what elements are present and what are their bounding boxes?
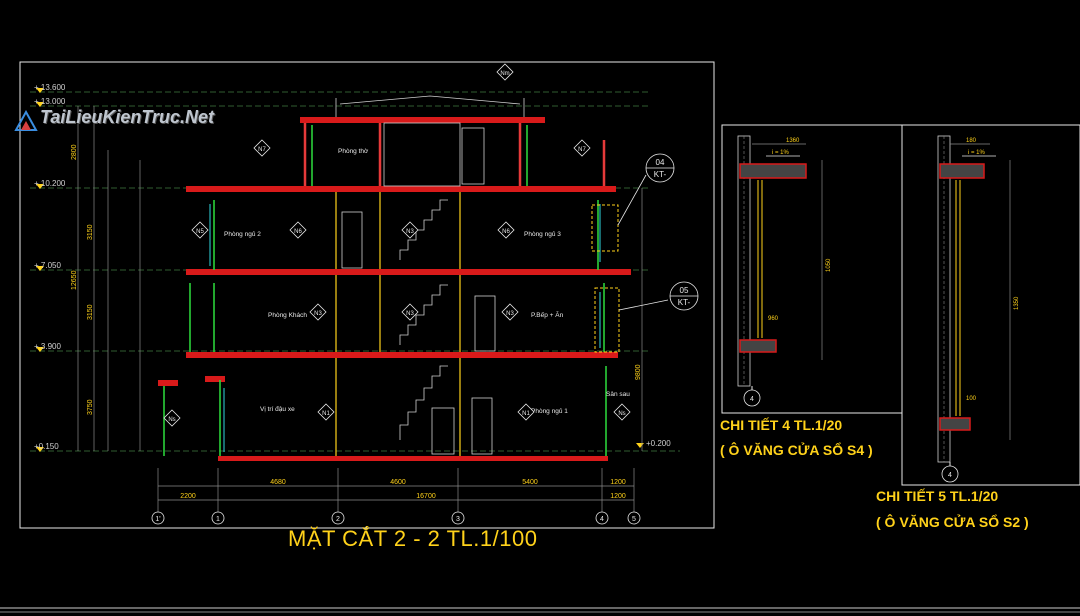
- watermark-text: TaiLieuKienTruc.Net: [40, 107, 215, 127]
- dim-2200: 2200: [180, 493, 196, 500]
- room-parking: Vị trí đậu xe: [260, 406, 295, 413]
- level-13600: + 13.600: [34, 83, 66, 92]
- axis-5: 5: [632, 516, 636, 523]
- grid-axis-bubbles: [151, 511, 641, 525]
- stairs: [399, 199, 448, 440]
- room-backyard: Sân sau: [606, 391, 630, 398]
- room-bedroom3: Phòng ngủ 3: [524, 230, 561, 238]
- dim-9800: 9800: [635, 364, 642, 380]
- dim-3750: 3750: [87, 399, 94, 415]
- detail4-title: CHI TIẾT 4 TL.1/20: [720, 417, 843, 433]
- d5-dim-180: 180: [966, 138, 977, 144]
- d4-dim-960: 960: [768, 316, 779, 322]
- room-living: Phòng Khách: [268, 312, 307, 319]
- walls-green: [163, 125, 607, 456]
- dim-3150-a: 3150: [87, 224, 94, 240]
- detail5-subtitle: ( Ô VĂNG CỬA SỔ S2 ): [876, 514, 1029, 530]
- section-frame: [19, 61, 715, 529]
- doors: [341, 127, 496, 455]
- tags: [163, 63, 631, 427]
- roof-parapet: [335, 95, 525, 187]
- floor-slabs: [158, 117, 631, 461]
- level-0150: +0.150: [34, 442, 59, 451]
- dim-16700: 16700: [416, 493, 436, 500]
- columns: [335, 192, 461, 456]
- axis-4: 4: [600, 516, 604, 523]
- d5-dim-100: 100: [966, 396, 977, 402]
- level-10200: + 10.200: [34, 179, 66, 188]
- dim-4600: 4600: [390, 479, 406, 486]
- level-13000: + 13.000: [34, 97, 66, 106]
- axis-2: 2: [336, 516, 340, 523]
- detail5-title: CHI TIẾT 5 TL.1/20: [876, 488, 999, 504]
- bottom-dimensions: [157, 468, 635, 512]
- detail4-subtitle: ( Ô VĂNG CỬA SỔ S4 ): [720, 442, 873, 458]
- dim-1200-b: 1200: [610, 493, 626, 500]
- d5-slope: i = 1%: [968, 150, 986, 156]
- tag-n3-upper: N3: [406, 229, 414, 235]
- walls-red: [303, 123, 606, 186]
- dim-3150-b: 3150: [87, 304, 94, 320]
- tag-n5: N5: [196, 229, 204, 235]
- watermark-logo-icon: [14, 110, 38, 131]
- d5-dim-1350: 1350: [1014, 296, 1020, 310]
- tag-n1-b: N1: [522, 411, 530, 417]
- tag-n1-a: N1: [322, 411, 330, 417]
- tag-n3-c: N3: [506, 311, 514, 317]
- tag-n6-right: N6: [502, 229, 510, 235]
- tag-n7-left: N7: [258, 147, 266, 153]
- axis-3: 3: [456, 516, 460, 523]
- callout-04-ref: KT-: [654, 170, 667, 179]
- tag-n3-b: N3: [406, 311, 414, 317]
- level-3900: + 3.900: [34, 342, 61, 351]
- detail4-drawing: [737, 135, 823, 407]
- level-0200: +0.200: [646, 439, 671, 448]
- windows: [209, 204, 601, 452]
- left-dimensions: [77, 106, 141, 451]
- dim-4680: 4680: [270, 479, 286, 486]
- dim-12650: 12650: [71, 270, 78, 290]
- callout-boxes: [591, 204, 620, 353]
- room-bedroom2: Phòng ngủ 2: [224, 230, 261, 238]
- room-bedroom1: Phòng ngủ 1: [531, 407, 568, 415]
- dim-5400: 5400: [522, 479, 538, 486]
- d4-dim-1050: 1050: [826, 258, 832, 272]
- tag-n3-a: N3: [314, 311, 322, 317]
- tag-n6-left: N6: [294, 229, 302, 235]
- level-7050: + 7.050: [34, 261, 61, 270]
- axis-1prime: 1': [155, 516, 160, 523]
- callout-05-num: 05: [680, 286, 689, 295]
- detail5-frame: [901, 124, 1080, 486]
- tag-ns-right: Ns: [618, 411, 625, 417]
- callout-04-num: 04: [656, 158, 665, 167]
- d4-dim-1360: 1360: [786, 138, 800, 144]
- section-title: MẶT CẮT 2 - 2 TL.1/100: [288, 526, 538, 551]
- axis-1: 1: [216, 516, 220, 523]
- tag-roof: Nm: [500, 71, 509, 77]
- room-prayer: Phòng thờ: [338, 148, 369, 155]
- dim-1200-a: 1200: [610, 479, 626, 486]
- detail5-drawing: [937, 135, 1011, 483]
- d5-axis: 4: [948, 472, 952, 479]
- callout-05-ref: KT-: [678, 298, 691, 307]
- dim-2800: 2800: [71, 144, 78, 160]
- tag-ns-left: Ns: [168, 417, 175, 423]
- d4-axis: 4: [750, 396, 754, 403]
- tag-n7-right: N7: [578, 147, 586, 153]
- room-kitchen: P.Bếp + Ăn: [531, 310, 564, 319]
- d4-slope: i = 1%: [772, 150, 790, 156]
- level-markers: [36, 88, 644, 452]
